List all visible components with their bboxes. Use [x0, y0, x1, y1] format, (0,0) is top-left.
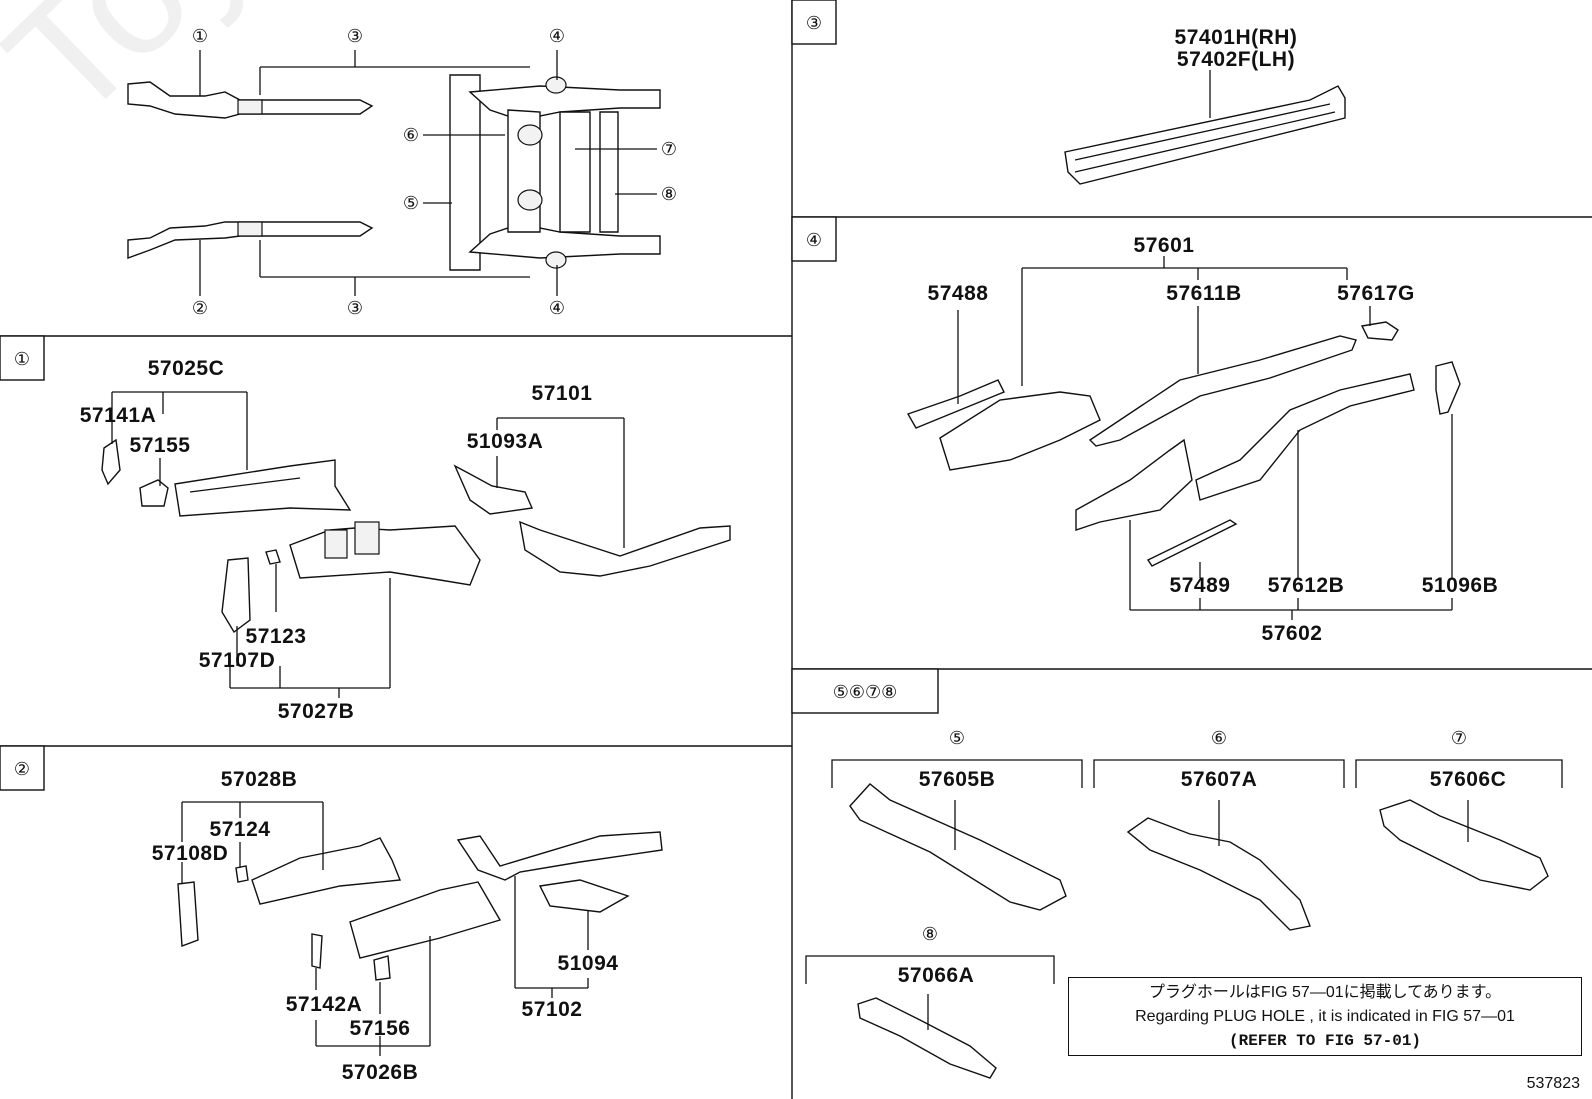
label-57156: 57156	[350, 1017, 411, 1040]
section-tag-2: ②	[0, 745, 45, 791]
label-57141A: 57141A	[80, 404, 157, 427]
label-57607A: 57607A	[1181, 768, 1258, 791]
plug-hole-note: プラグホールはFIG 57—01に掲載してあります。 Regarding PLU…	[1068, 977, 1582, 1056]
svg-text:④: ④	[806, 230, 822, 250]
svg-text:③: ③	[347, 26, 363, 46]
label-51094: 51094	[558, 952, 619, 975]
label-57027B: 57027B	[278, 700, 355, 723]
svg-text:①: ①	[192, 26, 208, 46]
svg-text:②: ②	[14, 759, 30, 779]
reference-number: 537823	[1526, 1075, 1580, 1092]
section-1-labels: 57025C 57141A 57155 57101 51093A 57123 5…	[80, 357, 593, 723]
callout-2: ②	[192, 298, 208, 318]
label-57489: 57489	[1170, 574, 1231, 597]
label-57488: 57488	[928, 282, 989, 305]
callout-6-sub: ⑥	[1211, 728, 1227, 748]
section-1-leaders	[111, 391, 625, 698]
label-57605B: 57605B	[919, 768, 996, 791]
section-5678-leaders	[927, 800, 1469, 1030]
label-57124: 57124	[210, 818, 271, 841]
section-2-drawing	[177, 831, 663, 981]
overview-frame-drawing	[127, 66, 661, 278]
svg-text:⑤⑥⑦⑧: ⑤⑥⑦⑧	[833, 682, 898, 702]
section-tag-4: ④	[791, 216, 837, 262]
svg-text:③: ③	[347, 298, 363, 318]
callout-8-sub: ⑧	[922, 924, 938, 944]
label-57066A: 57066A	[898, 964, 975, 987]
note-reference: (REFER TO FIG 57-01)	[1228, 1032, 1422, 1050]
svg-text:⑧: ⑧	[661, 184, 677, 204]
label-57601: 57601	[1134, 234, 1195, 257]
label-57401H: 57401H(RH)	[1175, 26, 1298, 49]
callout-5: ⑤	[403, 193, 419, 213]
section-2-leaders	[181, 801, 589, 1056]
section-2-labels: 57028B 57124 57108D 57142A 57156 57026B …	[152, 768, 619, 1084]
overview-callouts: ① ③ ④ ⑥ ⑦ ⑤ ⑧ ② ③ ④	[192, 26, 677, 318]
label-57617G: 57617G	[1337, 282, 1415, 305]
section-1-drawing	[101, 438, 731, 634]
label-51096B: 51096B	[1422, 574, 1499, 597]
section-5678-drawing	[849, 783, 1549, 1079]
label-57611B: 57611B	[1166, 282, 1241, 305]
callout-3-top: ③	[347, 26, 363, 46]
label-57142A: 57142A	[286, 993, 363, 1016]
label-57102: 57102	[522, 998, 583, 1021]
section-3-labels: 57401H(RH) 57402F(LH)	[1175, 26, 1298, 71]
label-57123: 57123	[246, 625, 307, 648]
callout-5-sub: ⑤	[949, 728, 965, 748]
svg-text:④: ④	[549, 298, 565, 318]
callout-1: ①	[192, 26, 208, 46]
section-3-drawing	[1064, 85, 1346, 185]
section-5678-labels: 57605B 57607A 57606C 57066A	[898, 768, 1507, 987]
section-tag-1: ①	[0, 335, 45, 381]
svg-text:⑥: ⑥	[403, 125, 419, 145]
label-57025C: 57025C	[148, 357, 225, 380]
note-japanese: プラグホールはFIG 57—01に掲載してあります。	[1148, 984, 1502, 1001]
label-57101: 57101	[532, 382, 593, 405]
callout-6: ⑥	[403, 125, 419, 145]
section-tag-5678: ⑤⑥⑦⑧	[791, 668, 939, 714]
svg-text:③: ③	[806, 13, 822, 33]
label-57028B: 57028B	[221, 768, 298, 791]
label-57155: 57155	[130, 434, 191, 457]
label-57108D: 57108D	[152, 842, 229, 865]
label-57612B: 57612B	[1268, 574, 1345, 597]
overview-leaders	[199, 50, 657, 296]
section-4-drawing	[906, 321, 1461, 567]
section-4-leaders	[957, 256, 1453, 620]
label-57602: 57602	[1262, 622, 1323, 645]
svg-text:⑦: ⑦	[661, 139, 677, 159]
section-5678-frames	[805, 759, 1563, 984]
callout-8: ⑧	[661, 184, 677, 204]
label-57606C: 57606C	[1430, 768, 1507, 791]
svg-text:④: ④	[549, 26, 565, 46]
callout-7: ⑦	[661, 139, 677, 159]
label-57026B: 57026B	[342, 1061, 419, 1084]
label-57107D: 57107D	[199, 649, 276, 672]
note-english: Regarding PLUG HOLE , it is indicated in…	[1135, 1008, 1515, 1025]
label-57402F: 57402F(LH)	[1177, 48, 1295, 71]
section-4-labels: 57601 57488 57611B 57617G 57489 57612B 5…	[928, 234, 1499, 645]
svg-text:②: ②	[192, 298, 208, 318]
callout-4-top: ④	[549, 26, 565, 46]
label-51093A: 51093A	[467, 430, 544, 453]
svg-text:⑤: ⑤	[403, 193, 419, 213]
svg-text:①: ①	[14, 349, 30, 369]
callout-7-sub: ⑦	[1451, 728, 1467, 748]
callout-4-bottom: ④	[549, 298, 565, 318]
section-tag-3: ③	[791, 0, 837, 45]
callout-3-bottom: ③	[347, 298, 363, 318]
section-5678-callouts: ⑤ ⑥ ⑦ ⑧	[922, 728, 1467, 944]
